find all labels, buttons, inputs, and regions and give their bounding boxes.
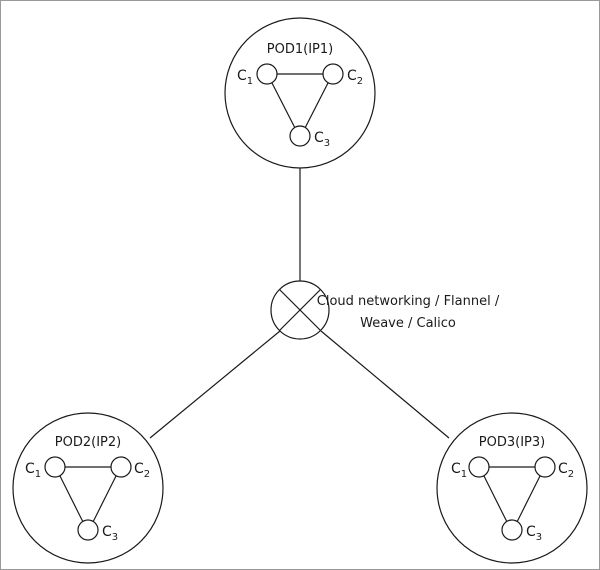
pod-1-boundary: [224, 17, 376, 169]
pod-1: POD1(IP1) C1 C2 C3: [224, 17, 376, 169]
pod-3-container-1: [468, 456, 490, 478]
pod-2-boundary: [12, 412, 164, 564]
pod-1-container-1: [256, 63, 278, 85]
pod-1-container-3: [289, 125, 311, 147]
pod-2-container-2: [110, 456, 132, 478]
pod-3-c2-label: C2: [558, 461, 574, 480]
pod-2-container-1: [44, 456, 66, 478]
pod-2-c1-label: C1: [25, 461, 41, 480]
pod-3-label: POD3(IP3): [479, 435, 545, 450]
network-label-line1: Cloud networking / Flannel /: [317, 294, 500, 309]
pod-2-container-3: [77, 519, 99, 541]
pod-3-container-2: [534, 456, 556, 478]
pod-1-c3-label: C3: [314, 130, 330, 149]
pod-3-c1-label: C1: [451, 461, 467, 480]
pod-2: POD2(IP2) C1 C2 C3: [12, 412, 164, 564]
pod-1-c1-label: C1: [237, 68, 253, 87]
pod-2-c2-label: C2: [134, 461, 150, 480]
pod-3: POD3(IP3) C1 C2 C3: [436, 412, 588, 564]
pod-3-boundary: [436, 412, 588, 564]
pod-1-container-2: [322, 63, 344, 85]
pod-3-container-3: [501, 519, 523, 541]
link-switch-pod3: [320, 330, 450, 439]
pod-2-label: POD2(IP2): [55, 435, 121, 450]
pod-2-c3-label: C3: [102, 524, 118, 543]
pod-1-c2-label: C2: [347, 68, 363, 87]
link-switch-pod2: [149, 330, 281, 439]
pod-3-c3-label: C3: [526, 524, 542, 543]
network-switch-icon: [270, 280, 330, 340]
network-label-line2: Weave / Calico: [360, 316, 456, 331]
pod-1-label: POD1(IP1): [267, 42, 333, 57]
